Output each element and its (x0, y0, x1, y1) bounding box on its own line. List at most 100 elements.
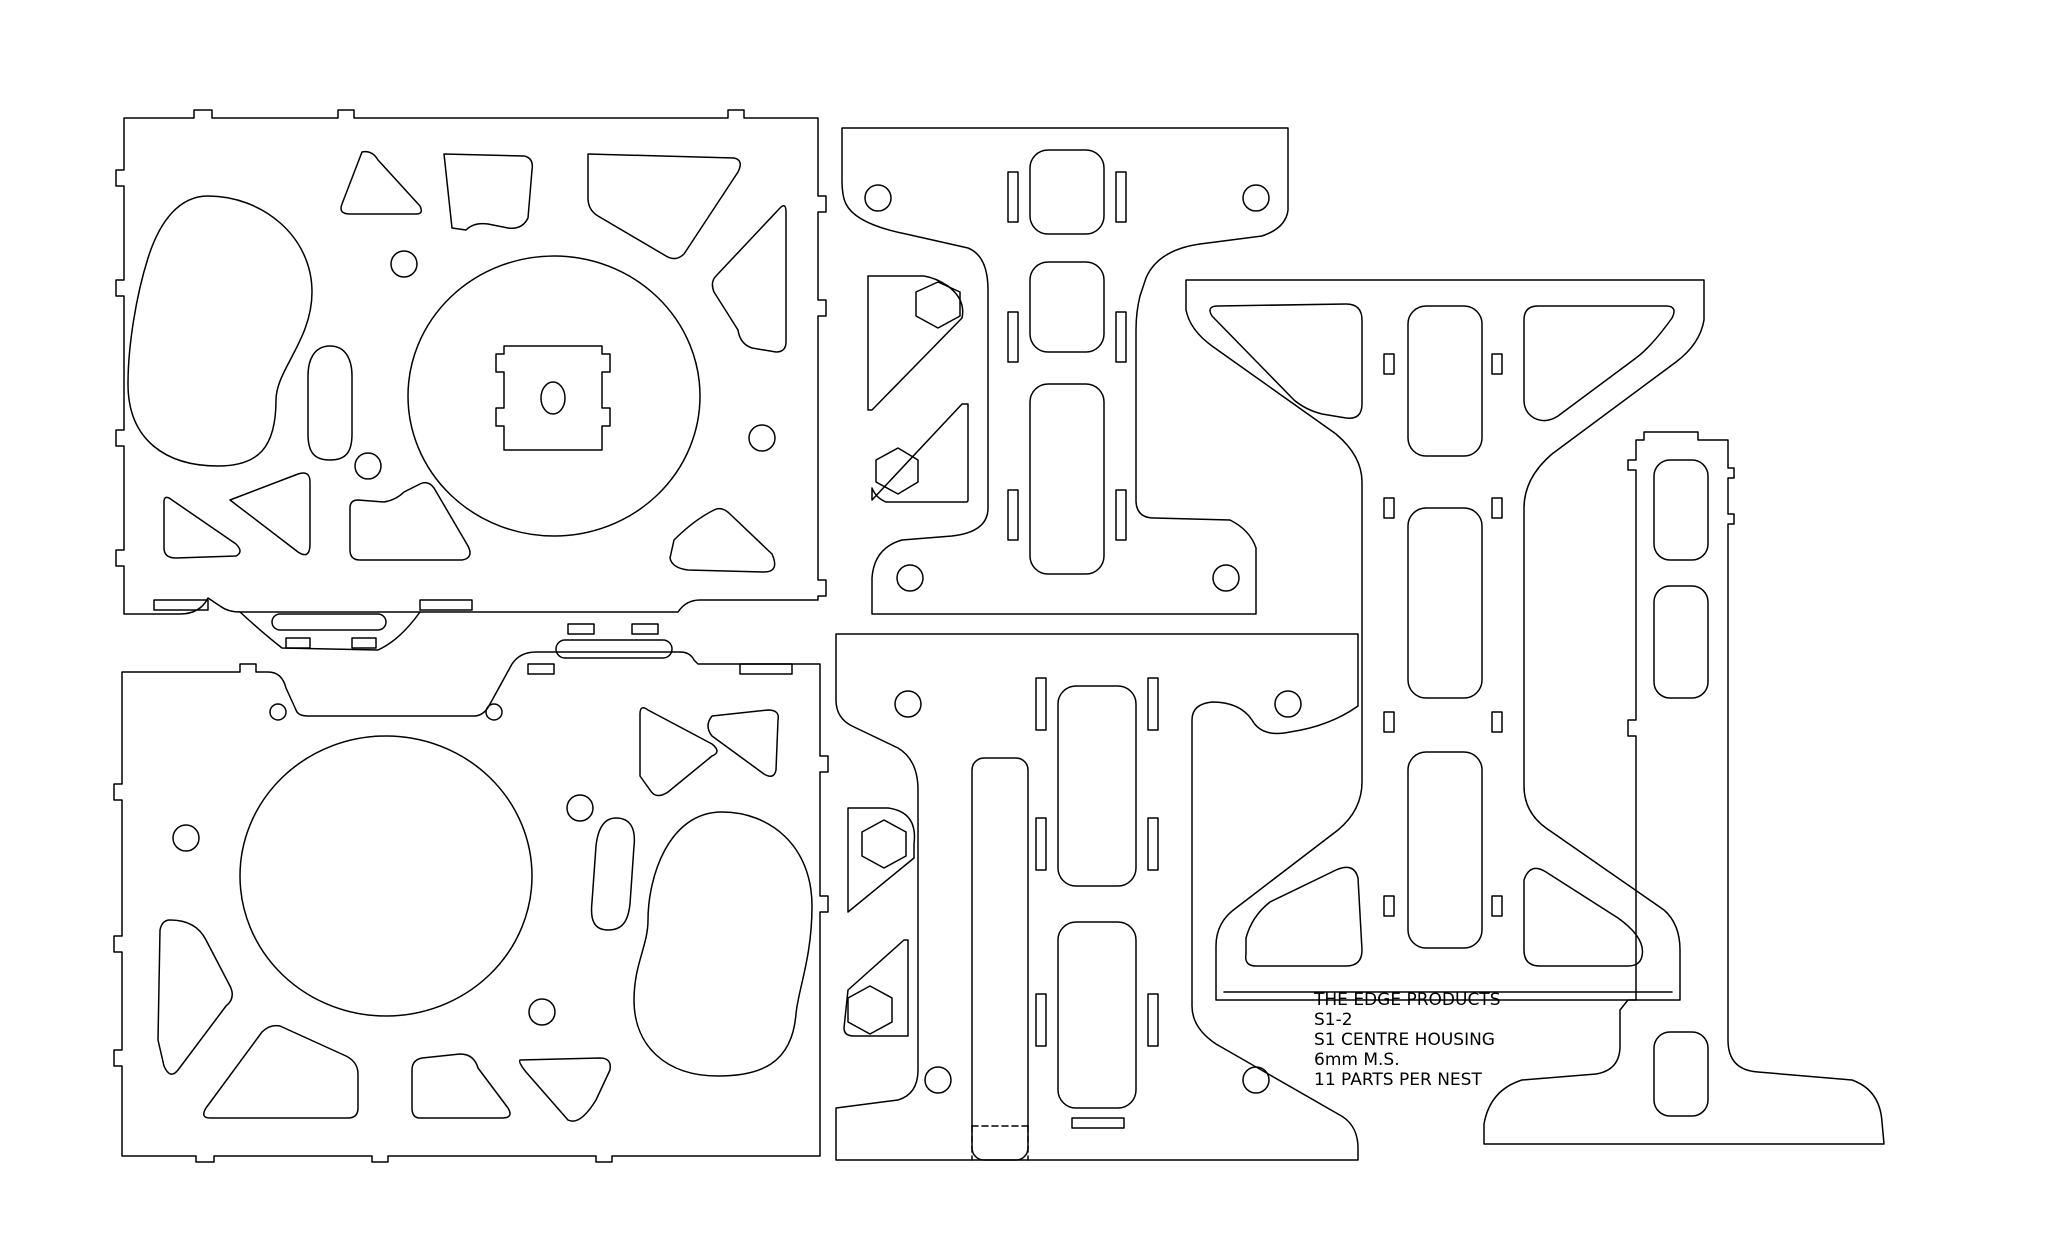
bracket-top-middle-hole-1 (864, 184, 892, 212)
bracket-bottom-middle-hole-3 (924, 1066, 952, 1094)
frame-right-window-6 (1244, 866, 1363, 967)
plate-top-left-center-socket (495, 345, 611, 451)
plate-top-left-outline (115, 109, 827, 615)
plate-bottom-left-slot-b (631, 623, 659, 635)
plate-top-left-window-7 (349, 481, 471, 561)
bracket-top-middle-slot-4 (1115, 311, 1127, 363)
bracket-bottom-middle-slot-3 (1035, 817, 1047, 871)
frame-right (1185, 279, 1705, 1001)
plate-top-left-tab-slot-1 (153, 599, 209, 611)
bracket-top-middle-window-1 (1029, 149, 1105, 235)
post-far-right-window-1 (1653, 459, 1709, 561)
bracket-top-middle-hole-3 (896, 564, 924, 592)
frame-right-window-2 (1523, 305, 1675, 422)
plate-top-left-window-6 (229, 472, 311, 556)
plate-bottom-left-hole-2 (485, 703, 503, 721)
plate-bottom-left-hole-5 (528, 998, 556, 1026)
bracket-top-middle (841, 127, 1289, 615)
frame-right-window-7 (1523, 867, 1644, 967)
plate-top-left-lobe (127, 195, 313, 467)
plate-bottom-left-window-2 (707, 709, 780, 777)
bracket-top-middle-slot-3 (1007, 311, 1019, 363)
plate-top-left-window-3 (587, 153, 741, 260)
bracket-bottom-middle-slot-2 (1147, 677, 1159, 731)
bracket-bottom-middle-hex-1 (861, 819, 907, 869)
frame-right-outline (1185, 279, 1705, 1001)
plate-top-left-hole-1 (390, 250, 418, 278)
bridge-tab-small-2 (351, 637, 377, 649)
plate-top-left-hole-2 (354, 452, 382, 480)
title-block: THE EDGE PRODUCTS S1-2 S1 CENTRE HOUSING… (1314, 990, 1501, 1090)
plate-bottom-left-outline (113, 651, 829, 1163)
bracket-bottom-middle-channel (971, 757, 1029, 1161)
bracket-bottom-middle-slot-7 (1071, 1117, 1125, 1129)
plate-bottom-left-window-3 (157, 919, 233, 1075)
plate-top-left-window-8 (669, 507, 776, 573)
plate-bottom-left-window-5 (411, 1053, 511, 1119)
bridge-tab-lower-edge (239, 611, 421, 651)
bridge-tab-small-1 (285, 637, 311, 649)
plate-bottom-left-hole-4 (566, 794, 594, 822)
plate-bottom-left-lobe (633, 811, 813, 1077)
plate-top-left-window-4 (711, 205, 787, 353)
bracket-bottom-middle-slot-4 (1147, 817, 1159, 871)
bracket-top-middle-slot-6 (1115, 489, 1127, 541)
bracket-top-middle-hex-2 (875, 447, 919, 495)
frame-right-slot-8 (1491, 895, 1503, 917)
plate-top-left-center-hole (540, 381, 566, 415)
bracket-bottom-middle-window-1 (1057, 685, 1137, 887)
frame-right-slot-1 (1383, 353, 1395, 375)
plate-bottom-left-slot-a (567, 623, 595, 635)
bracket-top-middle-slot-1 (1007, 171, 1019, 223)
bracket-top-middle-slot-2 (1115, 171, 1127, 223)
plate-top-left-slot (307, 345, 353, 461)
bracket-bottom-middle-hole-1 (894, 690, 922, 718)
plate-bottom-left-hole-1 (269, 703, 287, 721)
bracket-top-middle-slot-5 (1007, 489, 1019, 541)
plate-bottom-left-slot (590, 817, 636, 931)
bracket-bottom-middle-hole-4 (1242, 1066, 1270, 1094)
plate-bottom-left-bore (239, 735, 533, 1017)
bracket-bottom-middle-hole-2 (1274, 690, 1302, 718)
part-description: S1 CENTRE HOUSING (1314, 1030, 1495, 1050)
plate-bottom-left-slot-c (555, 639, 673, 659)
company-name: THE EDGE PRODUCTS (1314, 990, 1501, 1010)
plate-bottom-left-window-4 (203, 1024, 359, 1119)
bracket-top-middle-hole-4 (1212, 564, 1240, 592)
plate-bottom-left (113, 623, 829, 1163)
bracket-bottom-middle-slot-1 (1035, 677, 1047, 731)
frame-right-slot-5 (1383, 711, 1395, 733)
material: 6mm M.S. (1314, 1050, 1400, 1070)
bracket-top-middle-window-2 (1029, 261, 1105, 353)
frame-right-window-3 (1407, 305, 1483, 457)
parts-per-nest: 11 PARTS PER NEST (1314, 1070, 1482, 1090)
plate-bottom-left-window-1 (639, 707, 718, 797)
frame-right-slot-6 (1491, 711, 1503, 733)
plate-bottom-left-hole-3 (172, 824, 200, 852)
plate-bottom-left-tab-slot-1 (527, 663, 555, 675)
post-far-right-window-3 (1653, 1031, 1709, 1117)
bracket-bottom-middle-gusset-2 (843, 939, 909, 1037)
post-far-right (1483, 431, 1885, 1145)
bracket-bottom-middle-gusset-1 (847, 807, 916, 913)
plate-bottom-left-window-6 (518, 1057, 612, 1122)
plate-bottom-left-tab-slot-2 (739, 663, 793, 675)
frame-right-slot-7 (1383, 895, 1395, 917)
plate-top-left-window-5 (163, 496, 241, 559)
part-number: S1-2 (1314, 1010, 1353, 1030)
bridge-tab (239, 611, 421, 651)
plate-top-left-window-1 (340, 150, 423, 215)
bracket-bottom-middle (835, 633, 1359, 1161)
bracket-top-middle-window-3 (1029, 383, 1105, 575)
bracket-bottom-middle-slot-5 (1035, 993, 1047, 1047)
frame-right-slot-3 (1383, 497, 1395, 519)
frame-right-slot-2 (1491, 353, 1503, 375)
plate-top-left-tab-slot-2 (419, 599, 473, 611)
plate-top-left-hole-3 (748, 424, 776, 452)
frame-right-slot-4 (1491, 497, 1503, 519)
bracket-top-middle-outline (841, 127, 1289, 615)
frame-right-window-4 (1407, 507, 1483, 699)
frame-right-window-5 (1407, 751, 1483, 949)
bracket-bottom-middle-window-2 (1057, 921, 1137, 1109)
